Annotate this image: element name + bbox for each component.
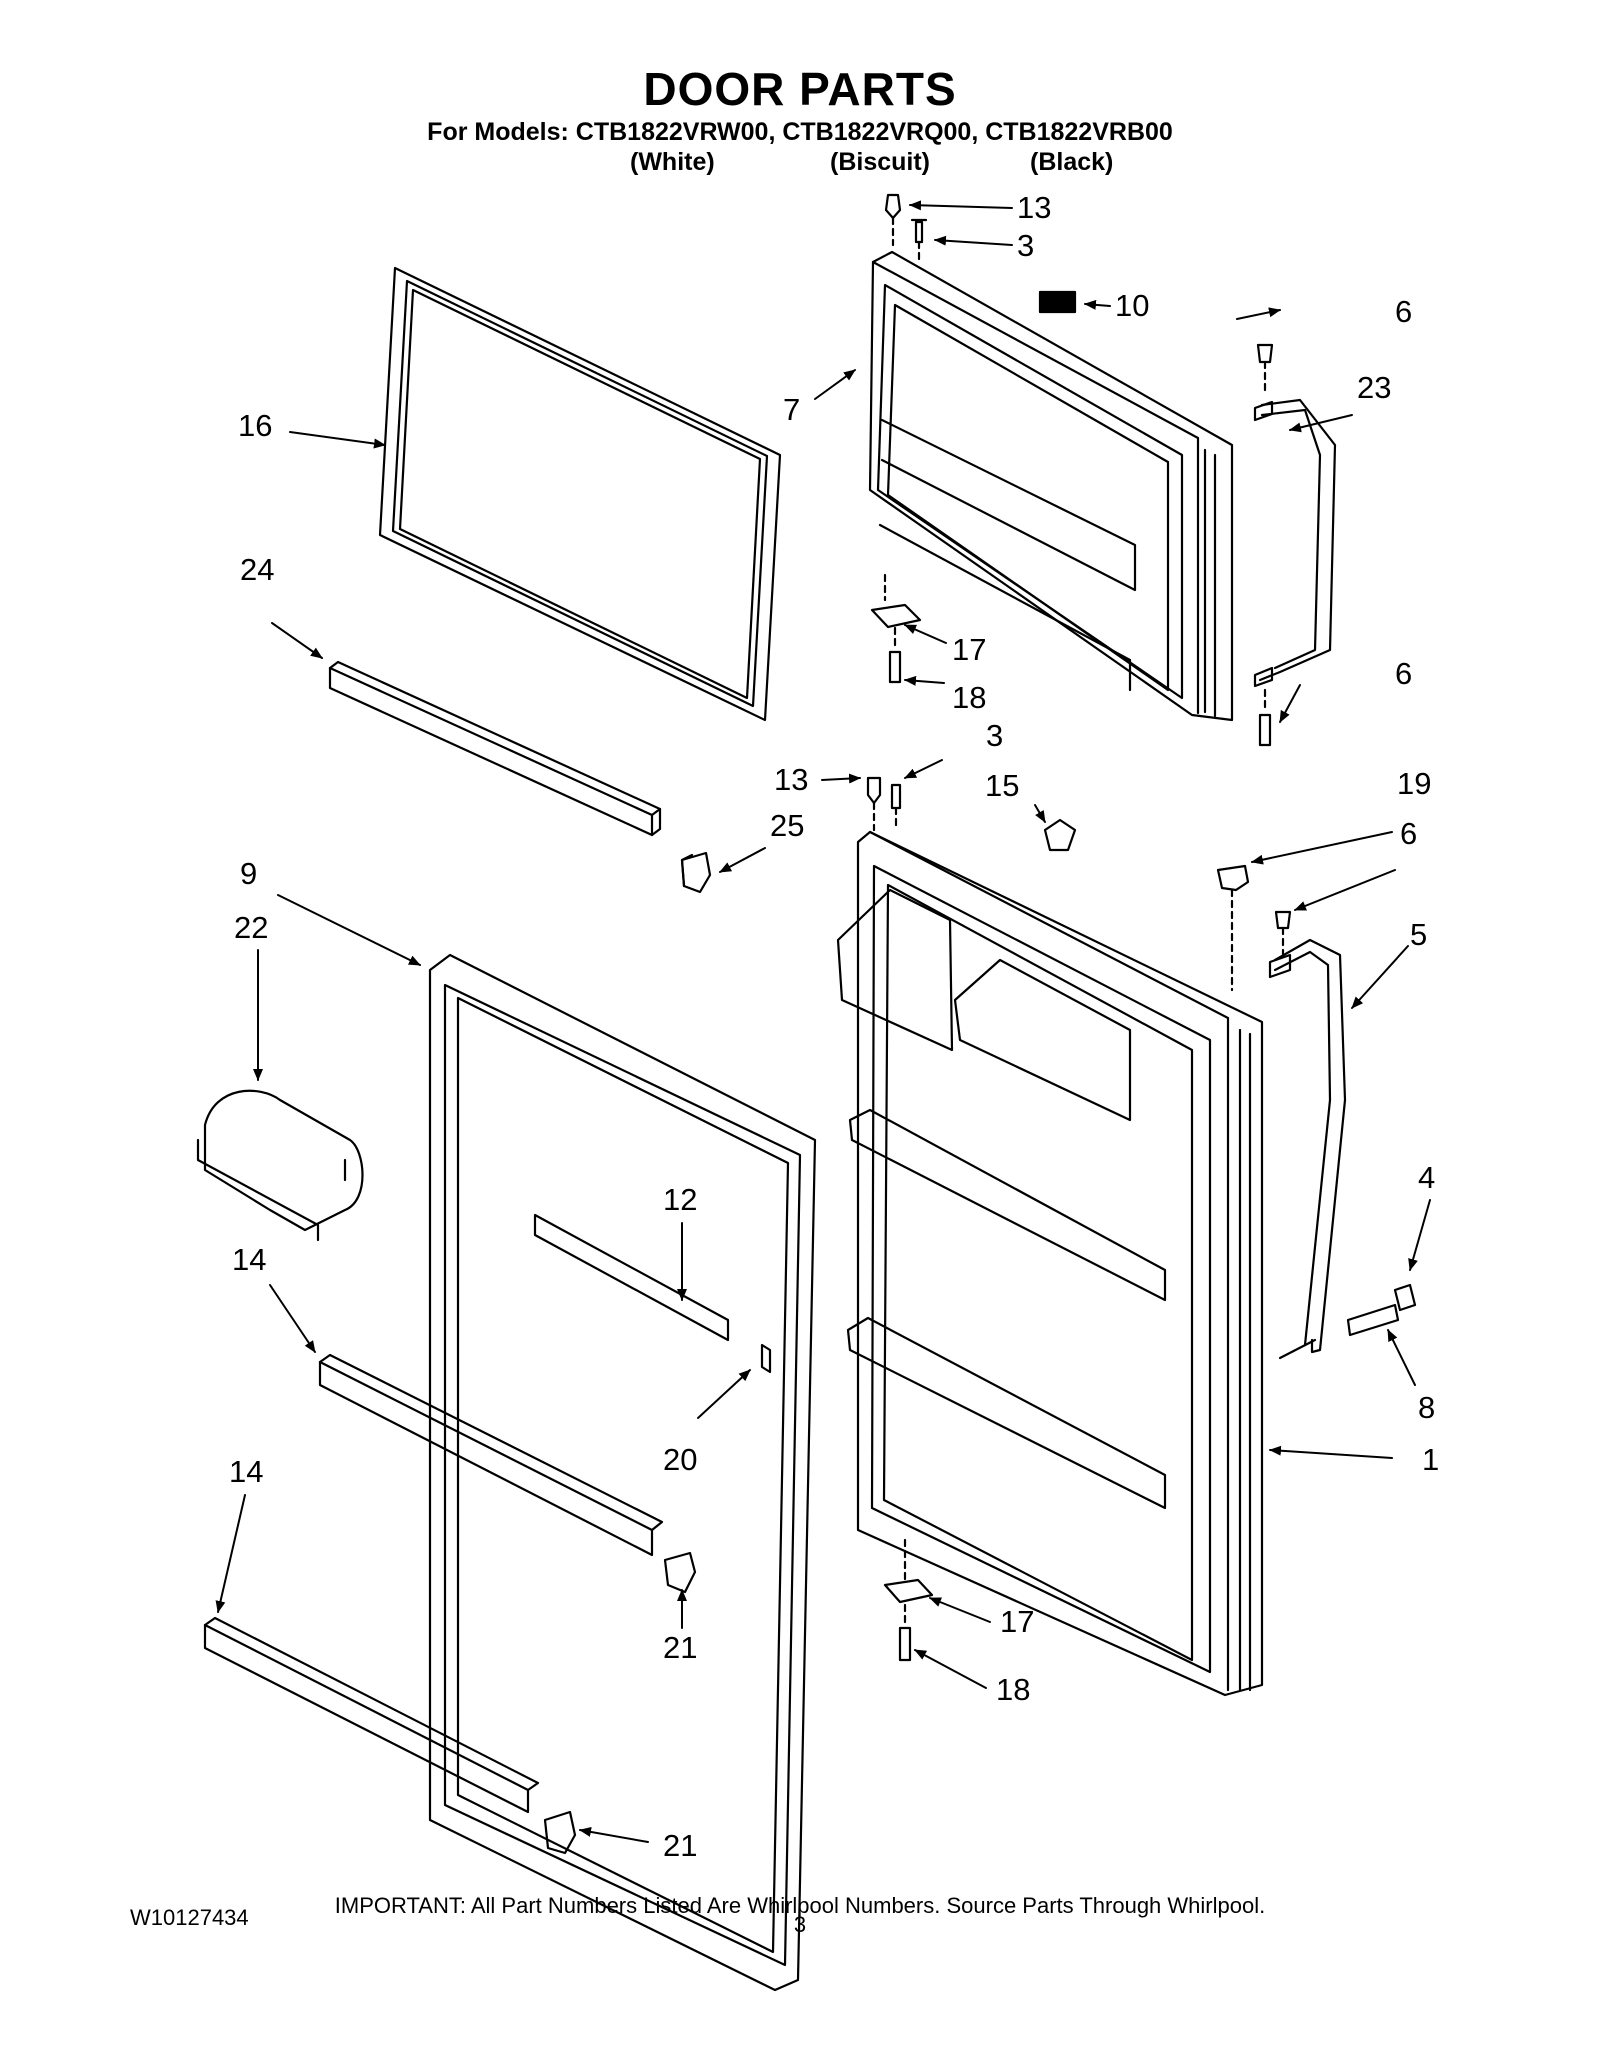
callout-18: 18 [996, 1672, 1030, 1707]
part-fresh-food-gasket [428, 953, 817, 1992]
callout-22: 22 [234, 910, 268, 945]
callout-10: 10 [1115, 288, 1149, 323]
callout-25: 25 [770, 808, 804, 843]
part-fresh-food-door [836, 830, 1264, 1697]
part-freezer-handle [1253, 398, 1337, 688]
callout-7: 7 [783, 392, 800, 427]
color-label-white: (White) [630, 148, 715, 176]
page-title: DOOR PARTS [643, 63, 957, 115]
callout-20: 20 [663, 1442, 697, 1477]
callout-5: 5 [1410, 917, 1427, 952]
part-fresh-food-handle [1216, 864, 1347, 1360]
callout-19: 19 [1397, 766, 1431, 801]
callout-17: 17 [1000, 1604, 1034, 1639]
callout-23: 23 [1357, 370, 1391, 405]
callout-6: 6 [1395, 294, 1412, 329]
part-label [1038, 290, 1077, 314]
callout-4: 4 [1418, 1160, 1435, 1195]
page-number: 3 [793, 1912, 807, 1937]
part-freezer-door [868, 250, 1234, 722]
callout-labels: 13 3 10 6 23 7 16 24 17 18 6 13 3 15 19 … [229, 190, 1439, 1863]
callout-14: 14 [229, 1454, 263, 1489]
callout-1: 1 [1422, 1442, 1439, 1477]
callout-8: 8 [1418, 1390, 1435, 1425]
document-id: W10127434 [130, 1905, 249, 1930]
color-label-black: (Black) [1030, 148, 1114, 176]
leader-lines [215, 200, 1431, 1843]
color-label-biscuit: (Biscuit) [830, 148, 930, 176]
part-fresh-food-strip-middle [318, 1353, 697, 1594]
part-mid-fasteners [866, 776, 1077, 852]
callout-12: 12 [663, 1182, 697, 1217]
part-fresh-food-strip-upper [533, 1213, 772, 1374]
callout-24: 24 [240, 552, 274, 587]
part-handle-mount [1346, 1283, 1417, 1337]
callout-21: 21 [663, 1630, 697, 1665]
footer-note: IMPORTANT: All Part Numbers Listed Are W… [334, 1893, 1266, 1918]
models-line: For Models: CTB1822VRW00, CTB1822VRQ00, … [427, 118, 1173, 146]
callout-6: 6 [1395, 656, 1412, 691]
callout-17: 17 [952, 632, 986, 667]
callout-9: 9 [240, 856, 257, 891]
part-freezer-strip [328, 660, 662, 837]
part-fresh-food-strip-lower [203, 1616, 577, 1855]
callout-13: 13 [774, 762, 808, 797]
callout-13: 13 [1017, 190, 1051, 225]
callout-16: 16 [238, 408, 272, 443]
callout-21: 21 [663, 1828, 697, 1863]
part-lower-hinge [883, 1538, 934, 1662]
callout-3: 3 [986, 718, 1003, 753]
callout-14: 14 [232, 1242, 266, 1277]
part-dairy-cover [196, 1089, 364, 1242]
part-freezer-clip [680, 851, 712, 894]
callout-3: 3 [1017, 228, 1034, 263]
callout-6: 6 [1400, 816, 1417, 851]
part-top-fasteners [884, 193, 928, 262]
part-upper-hinge [870, 573, 922, 684]
callout-18: 18 [952, 680, 986, 715]
part-handle-screws-upper [1256, 343, 1274, 747]
part-freezer-gasket [378, 266, 782, 722]
callout-15: 15 [985, 768, 1019, 803]
